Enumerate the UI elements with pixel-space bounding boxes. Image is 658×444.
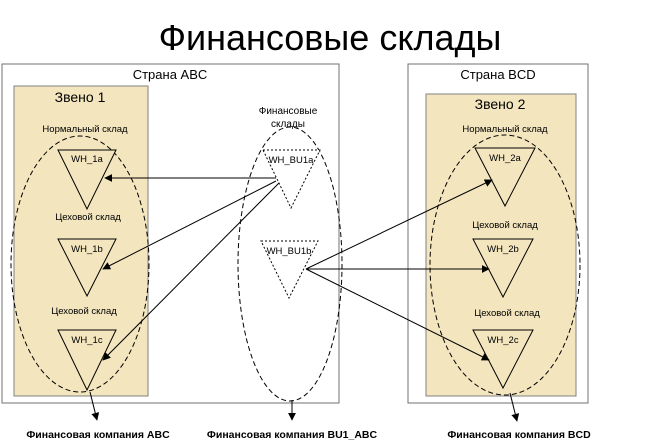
svg-text:WH_2a: WH_2a xyxy=(489,153,521,164)
label-shop-warehouse-bcd-1: Цеховой склад xyxy=(472,220,538,231)
company-bcd: Финансовая компания BCD xyxy=(447,429,591,441)
warehouse-wh-bu1a: WH_BU1a xyxy=(262,149,321,210)
country-bcd-name: Страна BCD xyxy=(460,67,535,82)
svg-text:WH_1b: WH_1b xyxy=(71,244,103,255)
warehouse-wh-1b: WH_1b xyxy=(57,238,117,298)
warehouse-wh-1c: WH_1c xyxy=(57,329,117,392)
arrow-bu1b-to-2c xyxy=(305,268,490,361)
diagram-title: Финансовые склады xyxy=(159,17,502,58)
label-shop-warehouse-abc-1: Цеховой склад xyxy=(55,212,121,223)
link-2-label: Звено 2 xyxy=(475,96,526,112)
label-normal-warehouse-bcd: Нормальный склад xyxy=(462,124,548,135)
financial-title-line1: Финансовые xyxy=(259,106,318,117)
country-abc-box: Страна ABC Звено 1 xyxy=(1,63,340,404)
warehouse-wh-2a: WH_2a xyxy=(474,147,536,208)
svg-text:WH_2c: WH_2c xyxy=(487,335,518,346)
warehouse-wh-bu1b: WH_BU1b xyxy=(260,240,319,300)
group-ellipse-abc xyxy=(10,135,150,393)
company-bu1-abc: Финансовая компания BU1_ABC xyxy=(207,429,378,441)
financial-title-line2: склады xyxy=(271,119,305,130)
group-ellipse-bcd xyxy=(429,134,581,396)
company-abc: Финансовая компания ABC xyxy=(26,429,170,441)
svg-text:WH_1c: WH_1c xyxy=(71,335,102,346)
svg-text:WH_BU1a: WH_BU1a xyxy=(269,155,315,166)
svg-text:WH_1a: WH_1a xyxy=(71,154,103,165)
arrow-to-company-bcd xyxy=(509,392,520,422)
link-1-label: Звено 1 xyxy=(55,89,106,105)
arrow-bu1b-to-2a xyxy=(305,179,493,270)
svg-text:WH_2b: WH_2b xyxy=(487,244,519,255)
group-ellipse-financial xyxy=(237,126,343,402)
arrow-bu1a-to-1b xyxy=(102,180,277,270)
country-abc-name: Страна ABC xyxy=(133,67,208,82)
svg-text:WH_BU1b: WH_BU1b xyxy=(267,246,312,257)
warehouse-wh-1a: WH_1a xyxy=(57,149,117,211)
arrow-bu1a-to-1c xyxy=(102,182,280,361)
label-normal-warehouse-abc: Нормальный склад xyxy=(42,124,128,135)
label-shop-warehouse-bcd-2: Цеховой склад xyxy=(474,308,540,319)
label-shop-warehouse-abc-2: Цеховой склад xyxy=(51,306,117,317)
arrow-to-company-abc xyxy=(89,391,100,421)
